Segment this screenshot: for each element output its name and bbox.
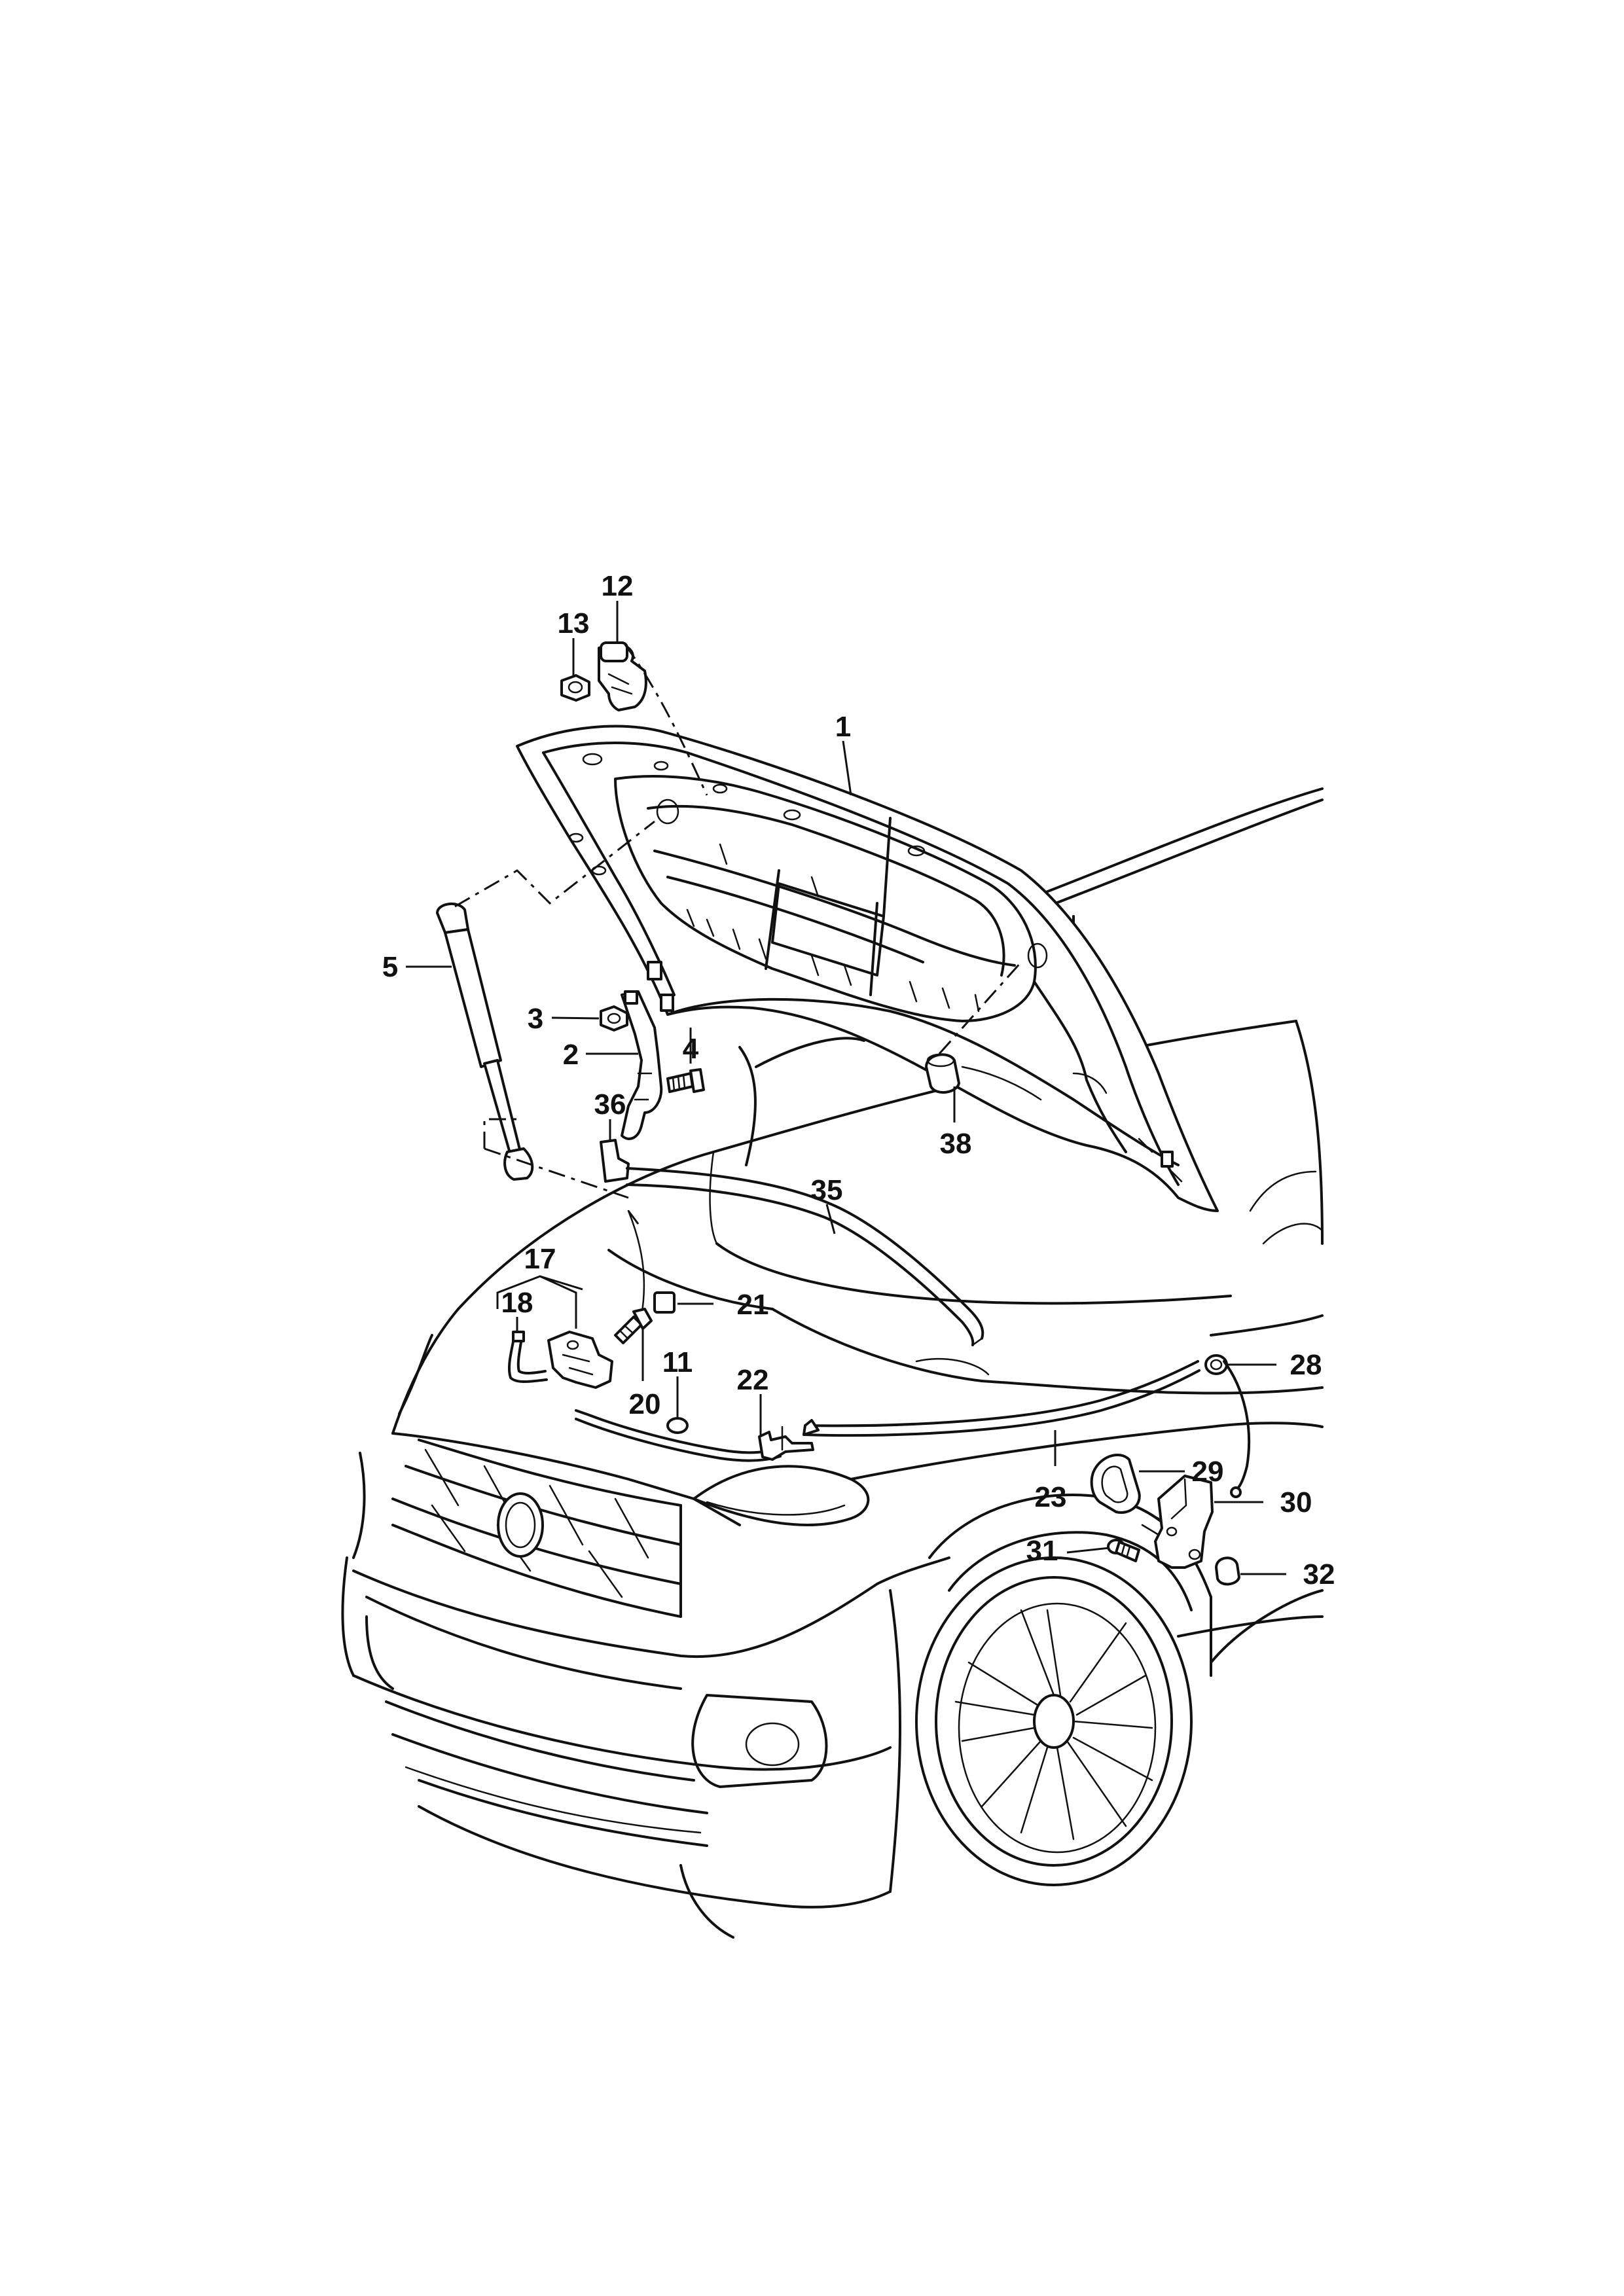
callout-38: 38 [940,1128,972,1160]
part-30-release-lever [1141,1475,1214,1569]
front-wheel [915,1494,1324,1886]
callout-23: 23 [1035,1481,1067,1513]
callout-32: 32 [1303,1558,1335,1590]
callout-20: 20 [629,1388,661,1420]
part-20-bolt [614,1308,653,1344]
part-17-hood-latch [547,1331,613,1389]
part-23-release-cable [803,1360,1200,1437]
callout-13: 13 [558,607,590,639]
callout-30: 30 [1280,1486,1312,1518]
part-2-hood-hinge [621,990,663,1140]
part-13-nut [560,674,590,702]
part-12-striker [598,641,647,711]
part-32-clip [1215,1556,1240,1586]
vehicle-front-outline [341,787,1324,1939]
callout-31: 31 [1026,1535,1058,1567]
callout-2: 2 [563,1039,579,1071]
callout-21: 21 [737,1289,769,1321]
part-3-nut [600,1005,628,1031]
callout-12: 12 [602,570,634,602]
callout-1: 1 [835,711,851,743]
callout-4: 4 [683,1033,699,1065]
callout-11: 11 [662,1346,693,1378]
callout-29: 29 [1192,1456,1224,1488]
part-38-buffer [925,1053,960,1094]
callout-3: 3 [528,1003,543,1035]
part-28-grommet [1204,1354,1251,1498]
callout-17: 17 [524,1243,556,1275]
part-11-plug [666,1417,689,1434]
callout-18: 18 [501,1287,533,1319]
part-35-seal-strip [626,1167,984,1346]
callout-labels: 12 13 1 5 3 4 2 36 38 35 17 18 21 11 22 … [382,570,1335,1590]
callout-5: 5 [382,951,398,983]
assembly-reference-lines [454,644,1022,1225]
part-5-gas-strut [436,902,534,1181]
part-21-clip [653,1291,676,1314]
callout-28: 28 [1290,1349,1322,1381]
engine-hood [516,725,1219,1212]
callout-36: 36 [594,1088,626,1121]
part-29-bezel [1090,1453,1141,1514]
front-bumper [341,1556,950,1939]
callout-35: 35 [811,1174,843,1206]
part-18-wire [507,1331,548,1383]
part-4-bolt [666,1068,705,1093]
part-36-bracket [600,1139,630,1183]
callout-leaders [406,601,1286,1575]
callout-22: 22 [737,1364,769,1396]
part-31-screw [1107,1539,1140,1562]
part-22-cable-bracket [575,1409,814,1462]
